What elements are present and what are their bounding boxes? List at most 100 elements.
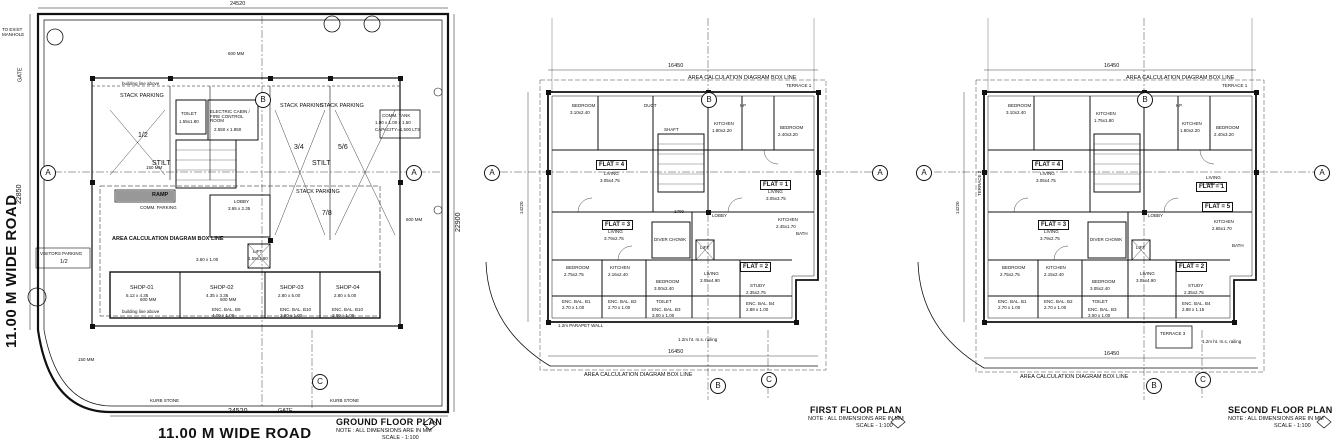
room-kitchen-3-size-first: 2.16x2.40 xyxy=(608,272,628,277)
flat-4-badge-second: FLAT = 4 xyxy=(1032,160,1064,170)
electric-cabin-label: ELECTRIC CABIN / FIRE CONTROL ROOM xyxy=(210,109,250,123)
room-bedroom-4-first: BEDROOM xyxy=(656,279,680,284)
flat-5-badge-second: FLAT = 5 xyxy=(1202,202,1234,212)
grid-bubble-a-left: A xyxy=(40,165,56,181)
enc-bal-b3-size-first: 3.00 x 1.00 xyxy=(652,313,675,318)
second-floor-note: NOTE : ALL DIMENSIONS ARE IN MM xyxy=(1228,416,1324,422)
lobby-label: LOBBY xyxy=(234,199,250,204)
dim-top: 24520 xyxy=(230,1,246,7)
room-bedroom-4-size-first: 3.00x2.40 xyxy=(654,286,674,291)
room-kitchen-1-second: KITCHEN xyxy=(1096,111,1116,116)
area-box-top-first: AREA CALCULATION DIAGRAM BOX LINE xyxy=(688,75,797,81)
grid-bubble-a-left-first: A xyxy=(484,165,500,181)
flat-2-badge-second: FLAT = 2 xyxy=(1176,262,1208,272)
terrace-3-label-second: TERRACE 3 xyxy=(1160,331,1186,336)
bay-3-4: 3/4 xyxy=(294,144,304,151)
toilet-label-second: TOILET xyxy=(1092,299,1108,304)
dim-left-second: 14220 xyxy=(955,201,960,214)
manhole-label: TO EXIST MANHOLE xyxy=(2,27,25,37)
gate-top-label: GATE xyxy=(17,67,24,83)
enc-bal-b2-first: ENC. BAL. B2 xyxy=(608,299,637,304)
area-box-bottom-second: AREA CALCULATION DIAGRAM BOX LINE xyxy=(1020,374,1129,380)
ramp-label: RAMP xyxy=(152,192,169,198)
enc-bal-b2-size-first: 2.70 x 1.00 xyxy=(608,305,631,310)
dim-bottom-first: 16450 xyxy=(668,349,684,355)
room-kitchen-4-second: KITCHEN xyxy=(1046,265,1066,270)
stack-parking-4: STACK PARKING xyxy=(296,189,340,195)
enc-bal-b3-size-second: 3.00 x 1.00 xyxy=(1088,313,1111,318)
gate-bottom-label: GATE xyxy=(278,408,293,414)
mm-tag-4: 600 MM xyxy=(406,217,423,222)
room-study-first: STUDY xyxy=(750,283,766,288)
dim-mid-first: 1700 xyxy=(674,209,685,214)
lift-size: 1.55x1.80 xyxy=(248,256,268,261)
toilet-label-first: TOILET xyxy=(656,299,672,304)
enc-bal-b9-label: ENC. BAL. B9 xyxy=(212,307,241,312)
grid-bubble-b-bottom-second: B xyxy=(1146,378,1162,394)
first-floor-plan: AREA CALCULATION DIAGRAM BOX LINE AREA C… xyxy=(478,0,910,443)
bay-5-6: 5/6 xyxy=(338,144,348,151)
enc-bal-b1-first: ENC. BAL. B1 xyxy=(562,299,591,304)
lift-label-first: LIFT xyxy=(700,245,710,250)
enc-bal-b10b-label: ENC. BAL. B10 xyxy=(332,307,364,312)
area-box-label: AREA CALCULATION DIAGRAM BOX LINE xyxy=(112,236,224,242)
room-bedroom-2-second: BEDROOM xyxy=(1216,125,1240,130)
terrace-1-label-second: TERRACE 1 xyxy=(1222,83,1248,88)
enc-bal-b4-size-first: 2.88 x 1.00 xyxy=(746,307,769,312)
mm-tag-3: 600 MM xyxy=(220,297,237,302)
railing-label-first: 1.2m ht. m.s. railing xyxy=(678,337,718,342)
mm-tag-2: 600 MM xyxy=(140,297,157,302)
stack-parking-3: STACK PARKING xyxy=(320,103,364,109)
kp-label-first: KP xyxy=(740,103,747,108)
road-label-left: 11.00 M WIDE ROAD xyxy=(3,194,20,348)
mm-tag-1: 600 MM xyxy=(228,51,245,56)
kp-label-second: KP xyxy=(1176,103,1183,108)
terrace-2-label-second: TERRACE 2 xyxy=(977,170,982,196)
room-kitchen-3-size-second: 2.65x1.70 xyxy=(1212,226,1232,231)
room-living-1-size-first: 3.05x4.75 xyxy=(600,178,620,183)
room-kitchen-3-first: KITCHEN xyxy=(610,265,630,270)
road-label-bottom: 11.00 M WIDE ROAD xyxy=(158,425,312,442)
room-kitchen-2-second: KITCHEN xyxy=(1182,121,1202,126)
shop-02-size: 4.35 x 3.35 xyxy=(206,293,229,298)
room-living-4-size-second: 3.05x4.90 xyxy=(1136,278,1156,283)
grid-bubble-a-right-second: A xyxy=(1314,165,1330,181)
room-kitchen-3-second: KITCHEN xyxy=(1214,219,1234,224)
mm-tag-5: 150 MM xyxy=(146,165,163,170)
room-living-3-size-second: 3.79x2.75 xyxy=(1040,236,1060,241)
stack-parking-1: STACK PARKING xyxy=(120,93,164,99)
room-study-size-first: 2.35x2.75 xyxy=(746,290,766,295)
room-bedroom-3-size-first: 2.75x2.75 xyxy=(564,272,584,277)
room-living-2-first: LIVING xyxy=(768,189,783,194)
first-floor-scale: SCALE - 1:100 xyxy=(856,423,893,429)
enc-bal-b9-size: 4.00 x 1.00 xyxy=(212,313,235,318)
railing-label-second: 1.2m ht. m.s. railing xyxy=(1202,339,1242,344)
grid-bubble-c: C xyxy=(312,374,328,390)
dim-left-first: 14220 xyxy=(519,201,524,214)
shop-03-size: 2.80 x 5.00 xyxy=(278,293,301,298)
enc-bal-b4-first: ENC. BAL. B4 xyxy=(746,301,775,306)
dim-top-second: 16450 xyxy=(1104,63,1120,69)
flat-1-badge-first: FLAT = 1 xyxy=(760,180,792,190)
bay-7-8: 7/8 xyxy=(322,210,332,217)
bath-label-second: BATH xyxy=(1232,243,1244,248)
first-floor-drawing xyxy=(485,18,906,429)
room-bedroom-2-first: BEDROOM xyxy=(780,125,804,130)
second-floor-plan: AREA CALCULATION DIAGRAM BOX LINE AREA C… xyxy=(912,0,1336,443)
room-bedroom-1-second: BEDROOM xyxy=(1008,103,1032,108)
stilt-label-2: STILT xyxy=(312,160,331,167)
room-bedroom-3-second: BEDROOM xyxy=(1002,265,1026,270)
diver-chowk-label-second: DIVER CHOWK xyxy=(1090,237,1123,242)
grid-bubble-b-bottom-first: B xyxy=(710,378,726,394)
toilet-label: TOILET xyxy=(181,111,197,116)
flat-2-badge-first: FLAT = 2 xyxy=(740,262,772,272)
comm-tank-label: COMM. TANK xyxy=(382,113,411,118)
flat-4-badge-first: FLAT = 4 xyxy=(596,160,628,170)
enc-bal-b1-size-first: 2.70 x 1.00 xyxy=(562,305,585,310)
shop-dimension: 3.60 x 1.00 xyxy=(196,257,219,262)
diver-chowk-label-first: DIVER CHOWK xyxy=(654,237,687,242)
comm-tank-capacity: CAPACITY=1,500 LTS xyxy=(375,127,421,132)
enc-bal-b10b-size: 2.80 x 1.00 xyxy=(332,313,355,318)
lobby-label-first: LOBBY xyxy=(712,213,728,218)
shop-01-size: 5.12 x 4.35 xyxy=(126,293,149,298)
